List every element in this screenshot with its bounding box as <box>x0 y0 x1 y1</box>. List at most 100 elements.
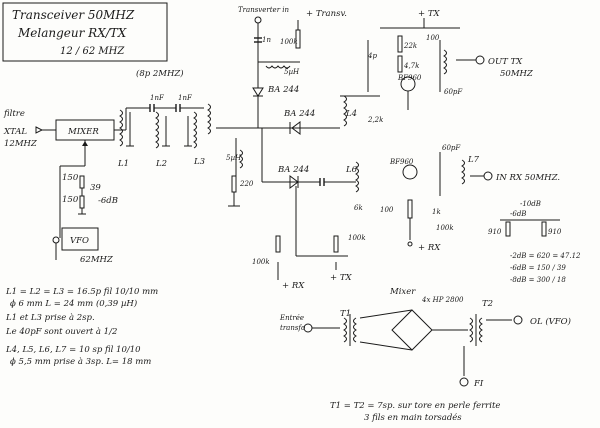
transv-label: + Transv. <box>306 9 347 19</box>
atten-row2: -6dB = 150 / 39 <box>510 264 566 272</box>
note-line-5: L4, L5, L6, L7 = 10 sp fil 10/10 <box>5 345 141 355</box>
top-choke: 5µH <box>284 68 300 76</box>
mixer-entree-1: Entrée <box>279 314 304 322</box>
vfo-attenuator: 150 39 150 -6dB VFO 62MHZ <box>52 173 118 265</box>
tx-c4p: 4p <box>367 52 377 60</box>
bias-r-b: 100k <box>348 234 366 242</box>
bias-rx-label: + RX <box>282 281 305 291</box>
title-line-1: Transceiver 50MHZ <box>12 8 135 22</box>
top-c: 1n <box>262 36 271 44</box>
tx-c60p: 60pF <box>444 88 463 96</box>
tx-r2k: 2,2k <box>367 116 383 124</box>
atten-rb: 910 <box>548 228 562 236</box>
note-line-4: Le 40pF sont ouvert à 1/2 <box>5 326 117 337</box>
rx-in-label: IN RX 50MHZ. <box>495 173 560 183</box>
att-db: -6dB <box>98 196 118 206</box>
transverter-input: Transverter in + Transv. 1n 100k 5µH BA … <box>238 6 440 128</box>
filter-l1: L1 <box>117 159 129 169</box>
att-r3: 150 <box>62 195 79 205</box>
diode-icon <box>252 87 264 97</box>
rx-l6: L6 <box>345 165 358 175</box>
rx-choke: 5µH <box>226 154 242 162</box>
rx-transistor: BF960 <box>389 158 414 166</box>
tx-output-connector-icon <box>475 55 485 65</box>
tx-transistor: BF960 <box>397 74 422 82</box>
bias-tx-label: + TX <box>330 273 352 283</box>
mixer-diodes: 4x HP 2800 <box>421 296 464 304</box>
note-line-2: ϕ 6 mm L = 24 mm (0,39 µH) <box>10 298 137 309</box>
mixer-fi-connector-icon <box>459 377 469 387</box>
tx-r22k: 22k <box>403 42 417 50</box>
vfo-box <box>61 227 99 251</box>
rx-r6: 6k <box>354 204 363 212</box>
xtal-label: XTAL <box>3 127 27 137</box>
bias-r-a: 100k <box>252 258 270 266</box>
tx-r4k: 4,7k <box>403 62 419 70</box>
rx-diode-icon <box>289 175 299 189</box>
rx-r220: 220 <box>239 180 254 188</box>
xtal-freq-label: 12MHZ <box>4 139 38 149</box>
att-r1: 150 <box>62 173 79 183</box>
top-r: 100k <box>280 38 298 46</box>
filter-l2: L2 <box>155 159 167 169</box>
atten-sub: -6dB <box>510 210 526 218</box>
tx-supply-label: + TX <box>418 9 440 19</box>
bias-networks: 100k 100k + RX + TX <box>252 186 366 291</box>
mixer-t1: T1 <box>340 309 351 319</box>
mixer-arrow-icon <box>82 141 88 146</box>
title-line-3: 12 / 62 MHZ <box>60 46 125 57</box>
mixer-note-2: 3 fils en main torsadés <box>364 412 462 423</box>
mixer-block-label: MIXER <box>67 127 99 137</box>
transverter-in-label: Transverter in <box>238 6 289 14</box>
mixer-detail: Mixer 4x HP 2800 T1 T2 Entrée transfo OL… <box>279 287 571 423</box>
mixer-ol-connector-icon <box>513 315 523 325</box>
att-r2: 39 <box>90 183 101 193</box>
rx-r100: 100 <box>380 206 394 214</box>
tx-l4: L4 <box>345 109 357 119</box>
title-box: Transceiver 50MHZ Melangeur RX/TX 12 / 6… <box>2 2 168 62</box>
vfo-box-label: VFO <box>70 236 89 246</box>
input-filter: (8p 2MHZ) 1nF 1nF L1 L2 L3 <box>117 68 262 169</box>
vfo-freq: 62MHZ <box>80 255 114 265</box>
tx-diode-icon <box>291 121 301 135</box>
input-arrow-icon <box>35 126 44 134</box>
atten-row1: -2dB = 620 = 47.12 <box>510 252 581 260</box>
title-line-2: Melangeur RX/TX <box>17 26 127 40</box>
tx-out-freq: 50MHZ <box>500 69 534 79</box>
atten-row3: -8dB = 300 / 18 <box>510 276 566 284</box>
rx-diode: BA 244 <box>277 165 309 175</box>
rx-r1k: 1k <box>432 208 441 216</box>
note-line-3: L1 et L3 prise à 2sp. <box>5 312 95 323</box>
filter-note: (8p 2MHZ) <box>136 68 184 79</box>
mixer-detail-title: Mixer <box>389 287 416 297</box>
coil-notes: L1 = L2 = L3 = 16.5p fil 10/10 mm ϕ 6 mm… <box>5 287 158 367</box>
rx-r100k: 100k <box>436 224 454 232</box>
mixer-t2: T2 <box>482 299 493 309</box>
tx-out-label: OUT TX <box>488 57 523 67</box>
note-line-1: L1 = L2 = L3 = 16.5p fil 10/10 mm <box>5 287 158 297</box>
top-diode: BA 244 <box>267 85 299 95</box>
rx-c60p: 60pF <box>442 144 461 152</box>
rx-transistor-icon <box>402 164 418 180</box>
atten-head: -10dB <box>520 200 541 208</box>
attenuator-table: -10dB -6dB 910 910 -2dB = 620 = 47.12 -6… <box>488 200 581 284</box>
rx-l7: L7 <box>467 155 480 165</box>
rx-supply-label: + RX <box>418 243 441 253</box>
tx-diode: BA 244 <box>283 109 315 119</box>
diode-ring-icon <box>391 309 433 351</box>
mixer-note-1: T1 = T2 = 7sp. sur tore en perle ferrite <box>330 401 500 411</box>
mixer-ol: OL (VFO) <box>530 316 571 327</box>
tx-stage: BA 244 L4 4p 100 22k 4,7k BF960 2,2k 60p… <box>262 27 534 135</box>
filter-c1: 1nF <box>150 94 165 102</box>
rx-input-connector-icon <box>483 171 493 181</box>
atten-ra: 910 <box>488 228 502 236</box>
mixer-entree-2: transfo <box>280 324 305 332</box>
input-section: filtre XTAL 12MHZ MIXER <box>3 109 126 238</box>
note-line-6: ϕ 5,5 mm prise à 3sp. L= 18 mm <box>10 356 151 367</box>
tx-r100: 100 <box>426 34 440 42</box>
filter-l3: L3 <box>193 157 205 167</box>
mixer-fi: FI <box>473 379 484 389</box>
filter-c2: 1nF <box>178 94 193 102</box>
